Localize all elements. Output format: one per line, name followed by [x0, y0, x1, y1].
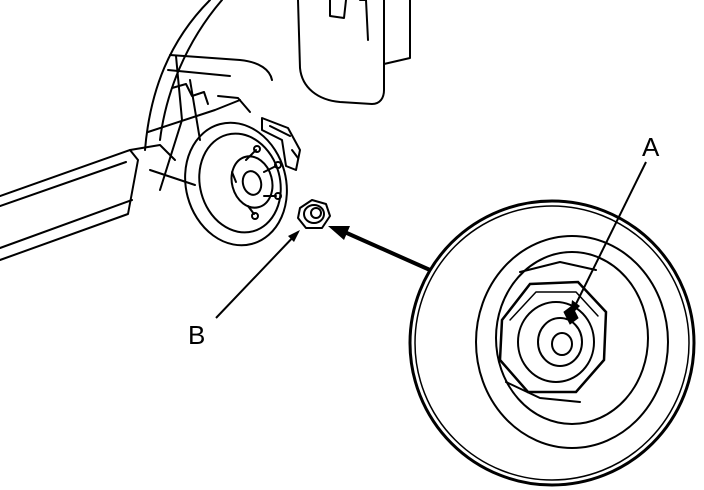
callout-b-arrowhead: [288, 230, 300, 242]
detail-circle-inner: [414, 205, 690, 481]
callout-a-leader: [571, 161, 647, 313]
brake-disc-inner-ring: [198, 132, 282, 234]
brake-disc-outer: [184, 121, 288, 247]
magnified-hub-nut: [498, 280, 608, 394]
callout-b-leader: [215, 231, 299, 319]
wheel-studs: [231, 145, 282, 220]
callout-a-label: A: [642, 132, 660, 162]
callout-b-label: B: [188, 320, 205, 350]
hub-nut: [297, 199, 331, 229]
detail-arrow-shaft: [339, 228, 431, 272]
callout-a-arrowhead: [570, 300, 580, 316]
hub-center: [241, 170, 263, 196]
brake-disc-assembly: [184, 95, 301, 247]
vehicle-body: [0, 0, 411, 261]
detail-view: [408, 199, 696, 487]
hub-flange: [230, 155, 274, 209]
detail-arrow-head: [328, 226, 350, 240]
brake-caliper: [261, 117, 301, 171]
